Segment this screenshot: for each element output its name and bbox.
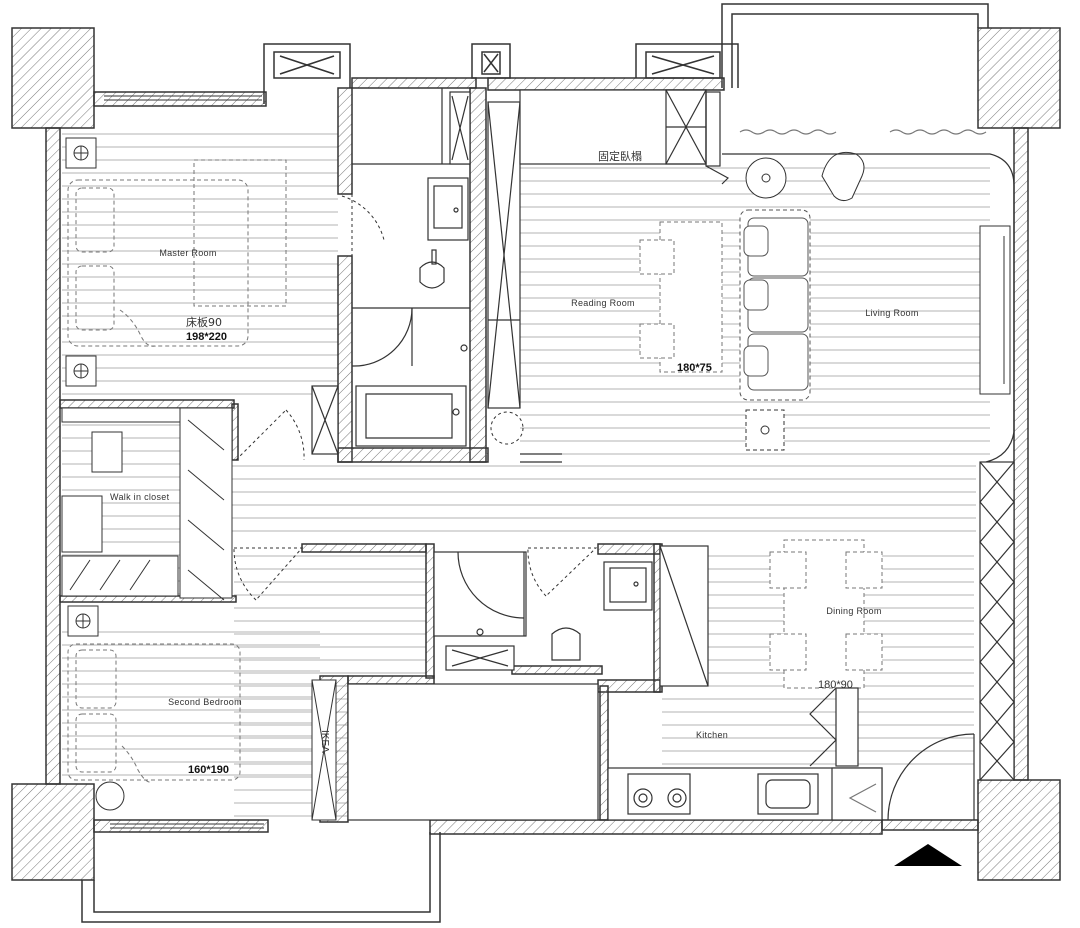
windows — [104, 95, 264, 829]
room-label-reading: Reading Room — [571, 298, 635, 308]
room-label-kitchen: Kitchen — [696, 730, 728, 740]
wall-top-left — [93, 91, 267, 107]
storage-block — [347, 683, 599, 821]
room-label-master: Master Room — [159, 248, 216, 258]
wall-top-mid — [351, 77, 477, 89]
column-bottom-left — [11, 783, 95, 881]
column-top-right — [977, 27, 1061, 129]
bathroom-2 — [433, 551, 653, 671]
north-arrow-icon — [894, 844, 962, 866]
lower-cabinet — [659, 545, 709, 687]
outer-walls — [45, 77, 1029, 835]
second-bed — [67, 643, 241, 783]
balcony-bottom-inner — [93, 832, 431, 913]
entry-door — [887, 733, 975, 821]
room-label-closet: Walk in closet — [110, 492, 170, 502]
master-bed — [67, 159, 287, 347]
top-shafts — [263, 43, 739, 104]
right-wardrobe — [979, 461, 1015, 781]
balcony-bottom — [81, 832, 441, 923]
wall-top-right — [487, 77, 725, 91]
wardrobe-column — [487, 101, 521, 409]
label-desk-size: 180*75 — [677, 362, 712, 374]
balcony-top — [721, 3, 989, 88]
doors — [233, 194, 598, 601]
living-outline — [520, 129, 1015, 463]
room-label-second: Second Bedroom — [168, 697, 242, 707]
plank-zone — [62, 631, 320, 776]
wall-left — [45, 127, 61, 785]
column-top-left — [11, 27, 95, 129]
wall-bottom-right2 — [881, 819, 979, 831]
fixed-bed-bench — [519, 89, 729, 185]
bathroom-1 — [311, 88, 471, 455]
wall-bottom-left — [93, 819, 269, 833]
second-bedroom-items — [67, 605, 337, 821]
label-master-bed-size: 198*220 — [186, 331, 227, 343]
balconies — [81, 3, 989, 923]
balcony-top-inner — [731, 13, 979, 88]
sofa — [739, 209, 811, 401]
dining-table — [769, 539, 883, 689]
room-label-living: Living Room — [865, 308, 918, 318]
plank-zone — [62, 133, 338, 395]
plank-zone — [232, 465, 976, 532]
living-side-items — [490, 151, 1011, 451]
wall-bottom-right — [429, 819, 883, 835]
label-bed-board: 床板90 — [186, 315, 222, 329]
label-dining-size: 180*90 — [818, 679, 853, 691]
wall-right — [1013, 127, 1029, 781]
label-second-bed-size: 160*190 — [188, 764, 229, 776]
kitchen — [607, 687, 883, 821]
label-fixed-bed: 固定臥榻 — [598, 149, 642, 163]
closet-furniture — [61, 407, 233, 601]
column-bottom-right — [977, 779, 1061, 881]
master-room-lamps — [65, 137, 97, 387]
reading-desk — [639, 221, 723, 373]
room-label-dining: Dining Room — [826, 606, 881, 616]
label-ikea: IKEA — [319, 730, 330, 753]
